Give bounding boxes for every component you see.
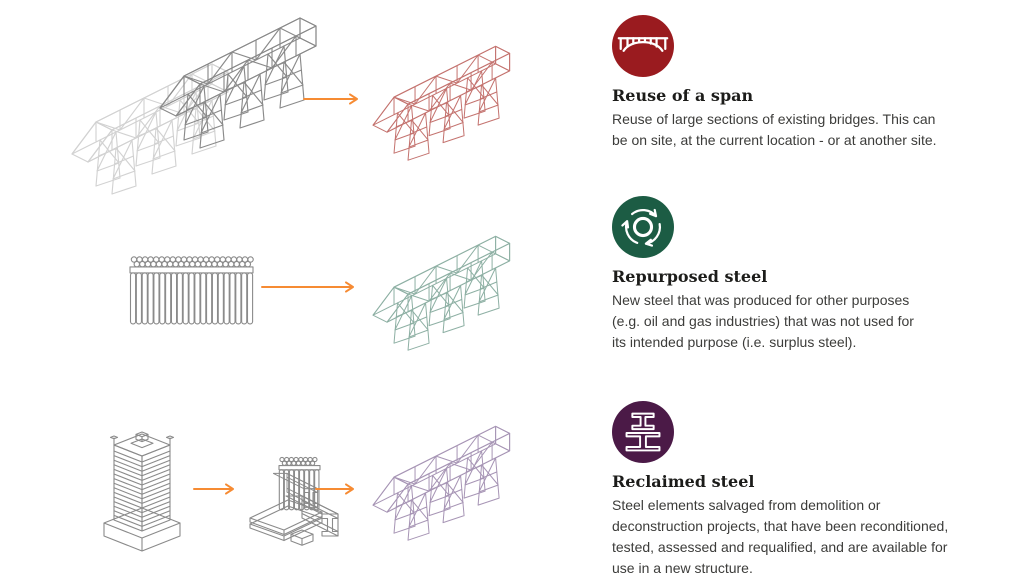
arrow-right-icon — [193, 483, 234, 495]
green-circle-badge — [612, 196, 674, 258]
repurposed-steel-bridge-illustration — [372, 235, 511, 351]
arrow-right-icon — [261, 281, 354, 293]
section-repurposed-steel: Repurposed steel New steel that was prod… — [612, 196, 1018, 353]
purple-circle-badge — [612, 401, 674, 463]
faded-bridge-drawing — [71, 63, 229, 195]
arrow-right-icon — [303, 93, 358, 105]
section-body: Steel elements salvaged from demolition … — [612, 497, 949, 576]
section-heading: Reclaimed steel — [612, 472, 755, 491]
reclaimed-steel-bridge-illustration — [372, 425, 511, 541]
section-reclaimed-steel: Reclaimed steel Steel elements salvaged … — [612, 401, 1018, 576]
recycle-icon — [621, 208, 662, 247]
red-circle-badge — [612, 15, 674, 77]
section-heading: Reuse of a span — [612, 86, 754, 105]
removed-span-drawing — [159, 17, 317, 149]
section-reuse-of-a-span: Reuse of a span Reuse of large sections … — [612, 15, 1018, 151]
section-body: New steel that was produced for other pu… — [612, 292, 914, 351]
existing-bridge-span-removal-illustration — [71, 17, 317, 195]
section-body: Reuse of large sections of existing brid… — [612, 111, 937, 149]
surplus-pipes-illustration — [129, 256, 254, 325]
building-illustration — [103, 431, 181, 552]
section-heading: Repurposed steel — [612, 267, 768, 286]
reused-span-bridge-illustration — [372, 45, 511, 161]
arrow-right-icon — [315, 483, 354, 495]
salvaged-steel-elements-illustration — [249, 456, 339, 546]
bridge-span-icon — [617, 37, 669, 52]
steel-beams-icon — [625, 412, 661, 452]
